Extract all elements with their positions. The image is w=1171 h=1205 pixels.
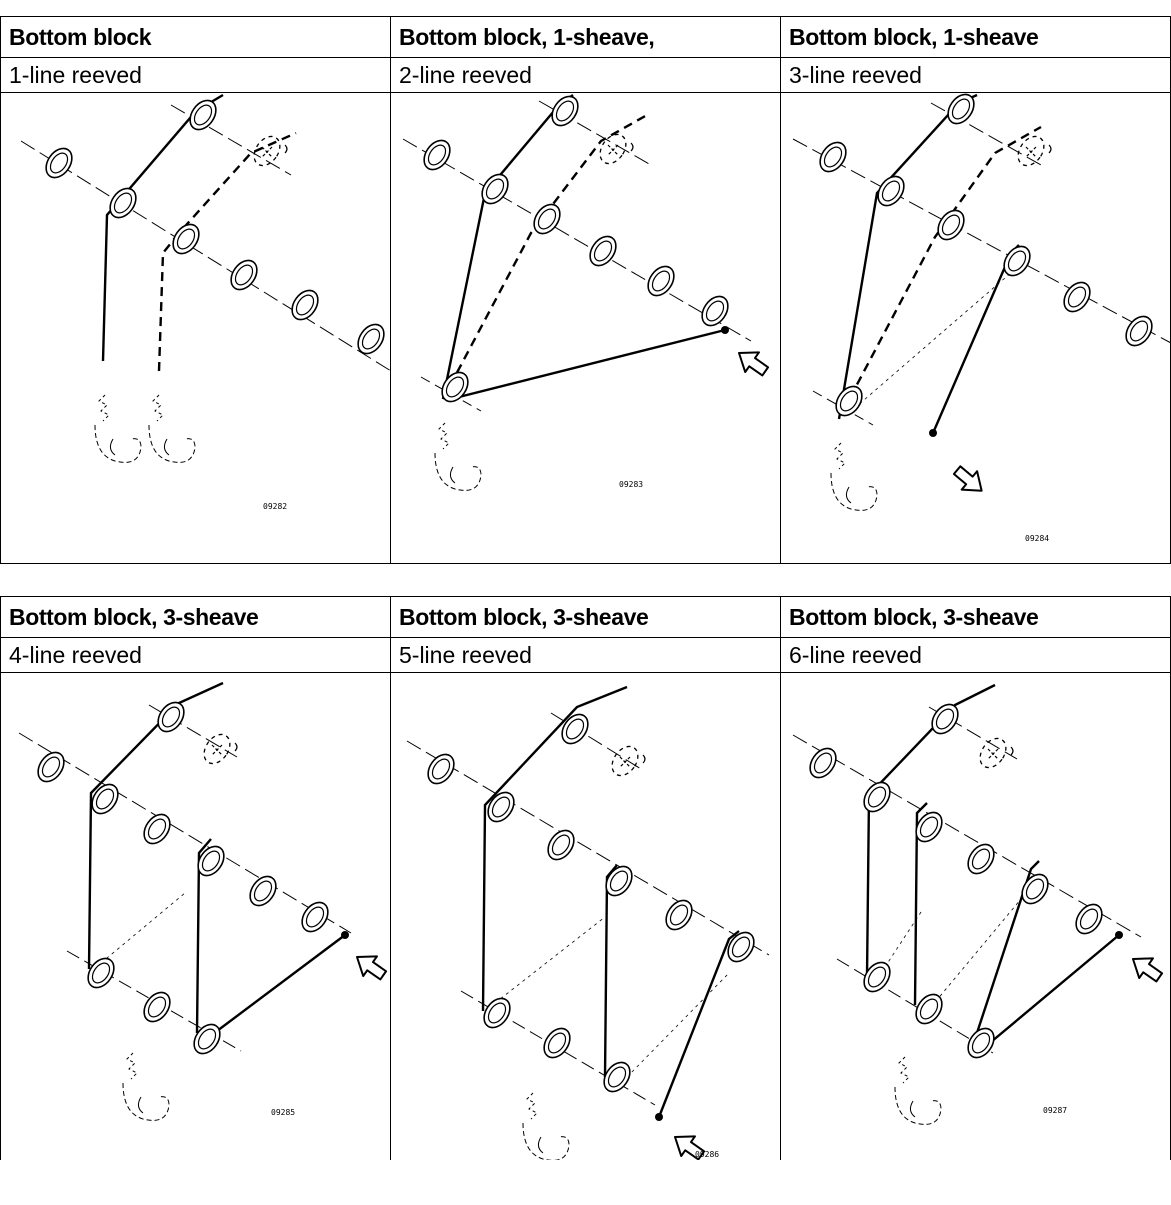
cell-title-3: Bottom block, 1-sheave (780, 16, 1171, 58)
cell-subtitle-6: 6-line reeved (780, 637, 1171, 673)
reeving-table-top: Bottom block Bottom block, 1-sheave, Bot… (0, 16, 1171, 564)
cell-subtitle-2: 2-line reeved (390, 57, 781, 93)
cell-subtitle-5: 5-line reeved (390, 637, 781, 673)
cell-title-2: Bottom block, 1-sheave, (390, 16, 781, 58)
cell-subtitle-3: 3-line reeved (780, 57, 1171, 93)
figure-code-5: 09286 (695, 1150, 719, 1159)
figure-code-6: 09287 (1043, 1106, 1067, 1115)
figure-code-1: 09282 (263, 502, 287, 511)
diagram-1-line: 09282 (0, 92, 391, 564)
cell-title-4: Bottom block, 3-sheave (0, 596, 391, 638)
figure-code-4: 09285 (271, 1108, 295, 1117)
diagram-2-line: 09283 (390, 92, 781, 564)
cell-subtitle-1: 1-line reeved (0, 57, 391, 93)
figure-code-3: 09284 (1025, 534, 1049, 543)
cell-title-6: Bottom block, 3-sheave (780, 596, 1171, 638)
diagram-3-line: 09284 (780, 92, 1171, 564)
figure-code-2: 09283 (619, 480, 643, 489)
diagram-6-line: 09287 (780, 672, 1171, 1160)
diagram-5-line: 09286 (390, 672, 781, 1160)
cell-title-5: Bottom block, 3-sheave (390, 596, 781, 638)
reeving-table-bottom: Bottom block, 3-sheave Bottom block, 3-s… (0, 596, 1171, 1160)
cell-subtitle-4: 4-line reeved (0, 637, 391, 673)
cell-title-1: Bottom block (0, 16, 391, 58)
diagram-4-line: 09285 (0, 672, 391, 1160)
